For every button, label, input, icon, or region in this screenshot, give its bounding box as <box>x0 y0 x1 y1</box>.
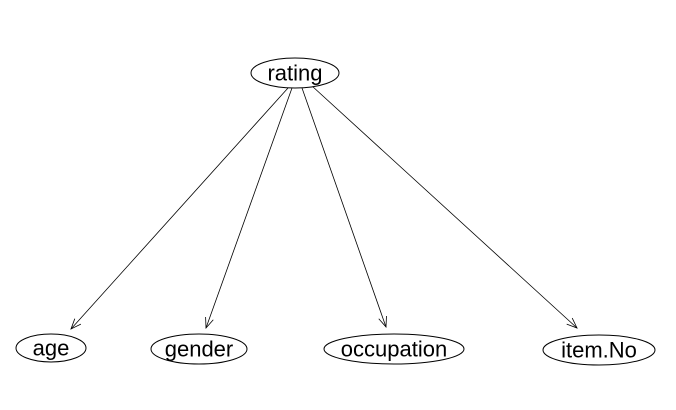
node-ellipse <box>15 333 87 363</box>
edge-line <box>70 87 289 330</box>
edges-group <box>70 85 578 330</box>
node-ellipse <box>323 333 465 365</box>
node-age: age <box>15 333 87 363</box>
node-item-no: item.No <box>542 334 656 366</box>
nodes-group: rating age gender occupation item.No <box>15 57 656 366</box>
node-label: occupation <box>341 337 447 362</box>
edge-line <box>301 87 387 328</box>
edge-rating-to-gender <box>205 87 293 330</box>
edge-rating-to-age <box>70 87 289 330</box>
node-ellipse <box>250 57 340 89</box>
edge-line <box>311 85 578 329</box>
arrowhead <box>378 315 387 329</box>
node-label: gender <box>165 337 234 362</box>
node-gender: gender <box>150 333 248 365</box>
node-label: item.No <box>561 338 637 363</box>
edge-rating-to-item-no <box>311 85 578 329</box>
node-label: age <box>33 336 70 361</box>
node-label: rating <box>267 61 322 86</box>
node-rating: rating <box>250 57 340 89</box>
node-ellipse <box>150 333 248 365</box>
node-occupation: occupation <box>323 333 465 365</box>
edge-rating-to-occupation <box>301 87 387 329</box>
node-ellipse <box>542 334 656 366</box>
arrowhead <box>70 318 82 330</box>
edge-line <box>205 87 293 329</box>
arrowhead <box>205 316 214 330</box>
arrowhead <box>566 317 578 329</box>
